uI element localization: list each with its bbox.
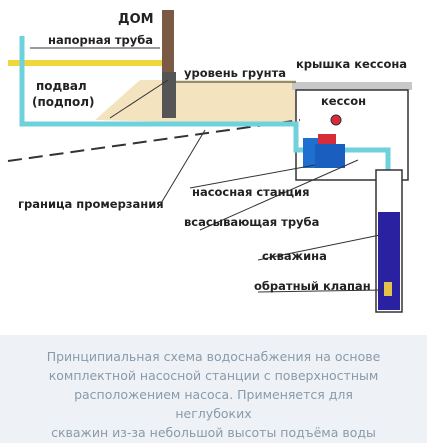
- pressure-pipe: [8, 60, 162, 66]
- house-wall: [162, 10, 174, 80]
- caption-line-4: скважин из-за небольшой высоты подъёма в…: [51, 425, 376, 440]
- check-valve-label: обратный клапан: [254, 279, 371, 293]
- freezing-boundary-line: [7, 119, 301, 162]
- check-valve-shape: [384, 282, 392, 296]
- ground-soil: [95, 80, 296, 125]
- caisson-lid-label: крышка кессона: [296, 57, 407, 71]
- pump-station-label: насосная станция: [192, 185, 310, 199]
- freezing-boundary-label: граница промерзания: [18, 197, 164, 211]
- pump-tank: [315, 144, 345, 168]
- basement-wall: [162, 72, 176, 118]
- pump-gauge: [330, 114, 342, 126]
- caisson-label: кессон: [321, 94, 366, 108]
- caption-line-3: расположением насоса. Применяется для не…: [74, 387, 353, 421]
- basement-label-line2: (подпол): [32, 95, 95, 109]
- basement-label-line1: подвал: [36, 79, 87, 93]
- well-water: [378, 212, 400, 310]
- water-supply-diagram: ДОМ напорная труба подвал (подпол) урове…: [7, 10, 412, 313]
- ground-level-label: уровень грунта: [184, 66, 286, 80]
- pressure-pipe-label: напорная труба: [48, 33, 153, 47]
- caption-line-2: комплектной насосной станции с поверхнос…: [48, 368, 379, 383]
- suction-pipe-label: всасывающая труба: [184, 215, 319, 229]
- well-label: скважина: [262, 249, 327, 263]
- pump-cap: [318, 134, 336, 144]
- caption-line-1: Принципиальная схема водоснабжения на ос…: [46, 349, 381, 364]
- house-label: ДОМ: [118, 12, 154, 27]
- caisson-lid: [292, 82, 412, 90]
- caption: Принципиальная схема водоснабжения на ос…: [0, 335, 427, 443]
